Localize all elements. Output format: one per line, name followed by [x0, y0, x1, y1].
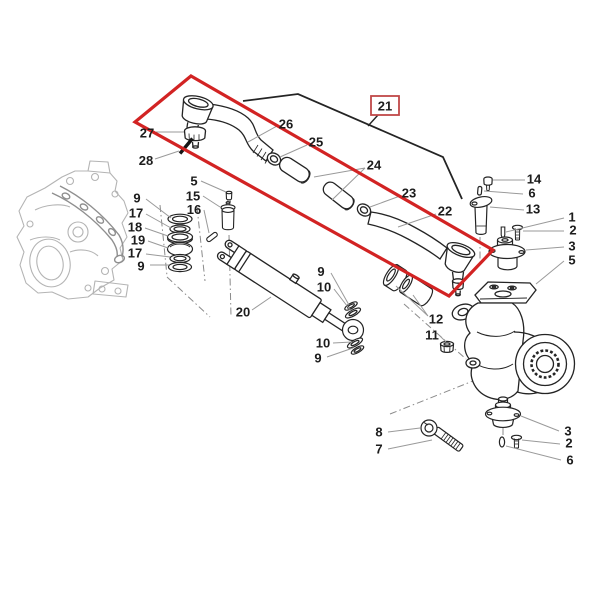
callout-label-8: 8 — [375, 425, 382, 440]
roll-pin-16 — [206, 231, 218, 243]
callout-label-3b: 3 — [564, 424, 571, 439]
callout-label-10c: 10 — [317, 280, 331, 295]
king-pin-group — [469, 176, 493, 235]
cylinder-rod-end-ball-joint — [341, 301, 365, 355]
callout-label-11: 11 — [425, 328, 439, 343]
leader-lines — [144, 125, 565, 461]
callout-label-25: 25 — [309, 135, 323, 150]
callout-label-17a: 17 — [129, 206, 143, 221]
tie-rod-end-ball-26 — [181, 95, 214, 131]
highlight-region — [132, 74, 496, 298]
drag-link-assembly — [178, 95, 476, 297]
callout-label-6b: 6 — [566, 453, 573, 468]
callout-21-box — [370, 95, 400, 116]
arm-bolt-group — [420, 419, 464, 452]
callout-label-14: 14 — [527, 172, 542, 187]
clamp-ring-25 — [266, 152, 282, 166]
callout-label-3a: 3 — [568, 239, 575, 254]
callout-label-9c: 9 — [317, 264, 324, 279]
pin-end-view-6 — [498, 436, 506, 448]
sleeve-24b — [322, 181, 355, 211]
callout-label-10d: 10 — [316, 336, 330, 351]
callout-label-19: 19 — [131, 233, 145, 248]
callout-label-6a: 6 — [528, 186, 535, 201]
king-pin-13 — [469, 196, 493, 235]
tie-rod-end-ball-22 — [444, 241, 476, 273]
sleeve-24a — [278, 156, 311, 184]
callout-label-20: 20 — [236, 305, 250, 320]
callout-label-9d: 9 — [314, 351, 321, 366]
callout-label-24: 24 — [367, 158, 382, 173]
callout-label-2a: 2 — [569, 223, 576, 238]
callout-label-23: 23 — [402, 186, 416, 201]
housing-steering-arm-sketch — [51, 185, 126, 264]
callout-label-16: 16 — [187, 202, 201, 217]
callout-label-9a: 9 — [133, 191, 140, 206]
bolt-2-top — [511, 224, 524, 241]
clamp-ring-23 — [356, 203, 372, 217]
king-pin-shim-stack — [166, 213, 194, 273]
callout-label-1: 1 — [568, 210, 575, 225]
dowel-pin-6 — [476, 185, 483, 196]
castle-nut-27 — [183, 126, 207, 149]
callout-label-17b: 17 — [128, 246, 142, 261]
callout-label-12: 12 — [429, 312, 443, 327]
drag-link-arm-26 — [205, 103, 274, 162]
steering-knuckle — [451, 281, 576, 401]
callout-label-13: 13 — [526, 202, 540, 217]
callout-label-26: 26 — [279, 117, 293, 132]
lock-pin-group — [206, 190, 236, 243]
axle-housing-sketch — [16, 160, 129, 300]
callout-label-2b: 2 — [565, 436, 572, 451]
bolt-14 — [483, 176, 493, 191]
steering-cylinder — [216, 239, 350, 334]
callout-label-21: 21 — [378, 99, 392, 114]
callout-label-5b: 5 — [568, 253, 575, 268]
callout-label-9b: 9 — [137, 259, 144, 274]
callout-label-28: 28 — [139, 153, 153, 168]
cotter-pin-28 — [178, 137, 194, 155]
lower-bearing-cap-group — [484, 396, 523, 449]
king-pin-lock-pin-15 — [220, 201, 236, 231]
upper-bearing-cap-group — [488, 224, 526, 271]
upper-cap-3 — [488, 236, 526, 271]
callout-label-15: 15 — [186, 189, 200, 204]
small-pin-5 — [225, 190, 233, 204]
callout-label-18: 18 — [128, 220, 142, 235]
callout-label-22: 22 — [438, 204, 452, 219]
steering-arm-nut — [439, 340, 455, 353]
callout-label-7: 7 — [375, 442, 382, 457]
callout-labels: 27 28 26 25 24 23 22 21 9 17 18 19 17 9 … — [128, 99, 577, 468]
tie-rod-22 — [367, 211, 448, 260]
callout-label-27: 27 — [140, 126, 154, 141]
callout-21 — [242, 93, 463, 200]
bolt-2-bottom — [510, 434, 523, 449]
callout-label-5a: 5 — [190, 174, 197, 189]
